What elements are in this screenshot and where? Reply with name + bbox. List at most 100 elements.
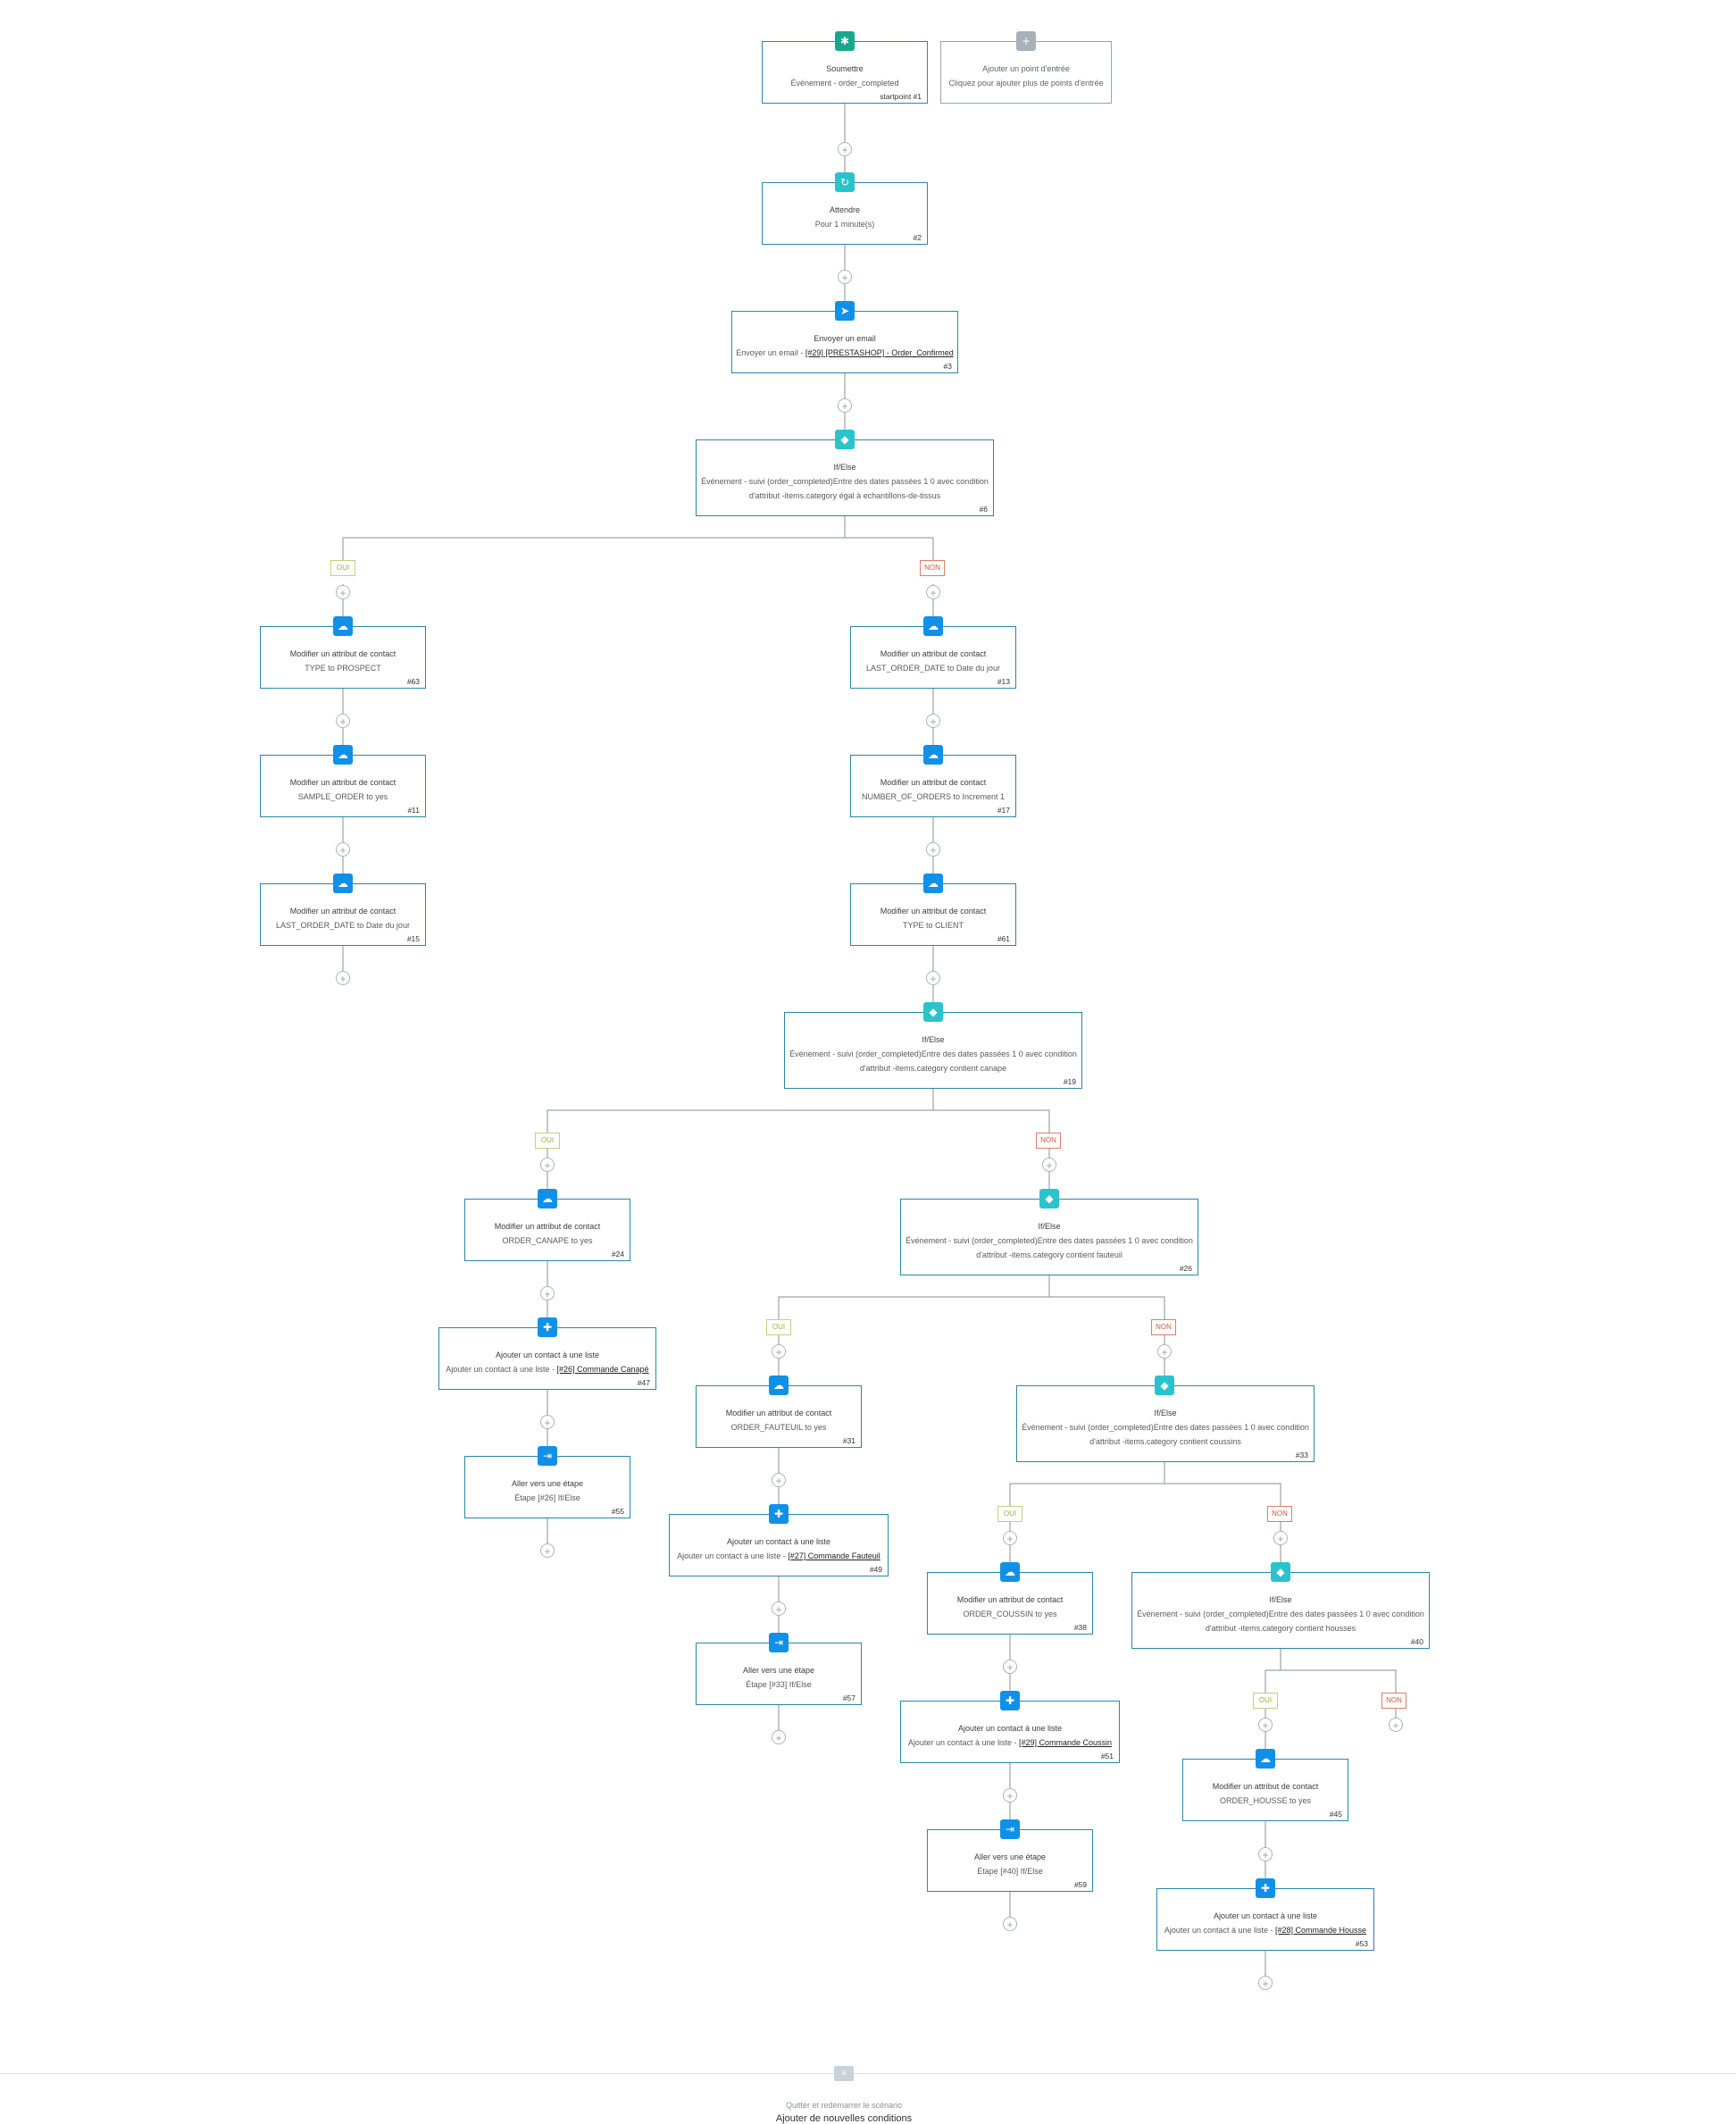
workflow-step-31[interactable]: Modifier un attribut de contact ORDER_FA… bbox=[696, 1385, 862, 1448]
step-detail-2: d'attribut -items.category contient faut… bbox=[976, 1250, 1123, 1259]
add-step-button[interactable]: + bbox=[772, 1473, 786, 1487]
add-step-button[interactable]: + bbox=[1389, 1718, 1403, 1732]
add-step-button[interactable]: + bbox=[540, 1543, 555, 1558]
add-step-button[interactable]: + bbox=[1003, 1660, 1017, 1674]
workflow-step-51[interactable]: Ajouter un contact à une liste Ajouter u… bbox=[900, 1701, 1120, 1763]
add-step-button[interactable]: + bbox=[926, 585, 940, 599]
step-detail: NUMBER_OF_ORDERS to Increment 1 bbox=[861, 792, 1006, 801]
step-detail: Envoyer un email - [#29] [PRESTASHOP] - … bbox=[732, 346, 957, 360]
step-detail: ORDER_COUSSIN to yes bbox=[963, 1610, 1057, 1618]
list-link[interactable]: [#27] Commande Fauteuil bbox=[788, 1551, 881, 1560]
add-step-button[interactable]: + bbox=[336, 585, 350, 599]
add-step-button[interactable]: + bbox=[336, 714, 350, 728]
user-edit-icon: ☁ bbox=[1256, 1749, 1275, 1769]
goto-icon: ⇥ bbox=[769, 1633, 789, 1652]
add-step-button[interactable]: + bbox=[772, 1730, 786, 1744]
add-step-button[interactable]: + bbox=[1003, 1917, 1017, 1931]
email-template-link[interactable]: [#29] [PRESTASHOP] - Order_Confirmed bbox=[805, 348, 954, 357]
workflow-step-15[interactable]: Modifier un attribut de contact LAST_ORD… bbox=[260, 883, 426, 946]
workflow-step-17[interactable]: Modifier un attribut de contact NUMBER_O… bbox=[850, 755, 1016, 817]
workflow-step-59[interactable]: Aller vers une étape Étape [#40] If/Else… bbox=[927, 1829, 1093, 1892]
step-title: Modifier un attribut de contact bbox=[1212, 1782, 1319, 1791]
step-title: Ajouter un contact à une liste bbox=[726, 1537, 831, 1546]
add-step-button[interactable]: + bbox=[1273, 1531, 1288, 1545]
add-step-button[interactable]: + bbox=[336, 842, 350, 857]
add-step-button[interactable]: + bbox=[1003, 1788, 1017, 1802]
add-step-button[interactable]: + bbox=[838, 270, 852, 284]
step-title: Aller vers une étape bbox=[973, 1852, 1047, 1861]
branch-yes-badge: OUI bbox=[330, 560, 355, 576]
add-step-button[interactable]: + bbox=[1258, 1976, 1273, 1990]
step-title: Modifier un attribut de contact bbox=[880, 649, 987, 658]
step-detail-2: d'attribut -items.category contient cana… bbox=[859, 1064, 1007, 1073]
step-detail: TYPE to PROSPECT bbox=[305, 664, 381, 673]
step-detail: ORDER_FAUTEUIL to yes bbox=[730, 1423, 827, 1432]
fast-forward-icon: » bbox=[834, 2066, 854, 2081]
step-detail: Étape [#26] If/Else bbox=[514, 1493, 580, 1502]
user-edit-icon: ☁ bbox=[1000, 1562, 1020, 1582]
add-step-button[interactable]: + bbox=[838, 142, 852, 156]
add-step-button[interactable]: + bbox=[1258, 1847, 1273, 1861]
add-step-button[interactable]: + bbox=[926, 971, 940, 985]
workflow-step-49[interactable]: Ajouter un contact à une liste Ajouter u… bbox=[669, 1514, 889, 1576]
add-step-button[interactable]: + bbox=[1003, 1531, 1017, 1545]
add-step-button[interactable]: + bbox=[1258, 1718, 1273, 1732]
step-detail: Événement - suivi (order_completed)Entre… bbox=[701, 477, 989, 486]
add-conditions-link[interactable]: Ajouter de nouvelles conditions bbox=[775, 2113, 913, 2124]
list-add-icon: ✚ bbox=[769, 1504, 789, 1524]
user-edit-icon: ☁ bbox=[538, 1189, 557, 1208]
workflow-step-24[interactable]: Modifier un attribut de contact ORDER_CA… bbox=[464, 1199, 630, 1261]
workflow-step-45[interactable]: Modifier un attribut de contact ORDER_HO… bbox=[1182, 1759, 1348, 1821]
branch-no-badge: NON bbox=[1151, 1319, 1176, 1335]
list-link[interactable]: [#26] Commande Canapé bbox=[556, 1365, 649, 1374]
add-step-button[interactable]: + bbox=[772, 1601, 786, 1616]
workflow-step-19[interactable]: If/Else Événement - suivi (order_complet… bbox=[784, 1012, 1082, 1089]
step-id: #53 bbox=[1355, 1939, 1368, 1948]
add-step-button[interactable]: + bbox=[926, 714, 940, 728]
add-step-button[interactable]: + bbox=[540, 1158, 555, 1172]
workflow-step-63[interactable]: Modifier un attribut de contact TYPE to … bbox=[260, 626, 426, 689]
step-title: Ajouter un contact à une liste bbox=[495, 1350, 600, 1359]
workflow-step-47[interactable]: Ajouter un contact à une liste Ajouter u… bbox=[438, 1327, 656, 1390]
workflow-step-11[interactable]: Modifier un attribut de contact SAMPLE_O… bbox=[260, 755, 426, 817]
list-link[interactable]: [#29] Commande Coussin bbox=[1019, 1738, 1113, 1747]
workflow-step-2[interactable]: Attendre Pour 1 minute(s) #2 bbox=[762, 182, 928, 245]
workflow-step-13[interactable]: Modifier un attribut de contact LAST_ORD… bbox=[850, 626, 1016, 689]
add-step-button[interactable]: + bbox=[1042, 1158, 1056, 1172]
workflow-step-6[interactable]: If/Else Événement - suivi (order_complet… bbox=[696, 439, 994, 516]
add-step-button[interactable]: + bbox=[1157, 1344, 1172, 1359]
workflow-step-1[interactable]: Soumettre Événement - order_completed st… bbox=[762, 41, 928, 104]
step-title: If/Else bbox=[1269, 1595, 1292, 1604]
workflow-step-55[interactable]: Aller vers une étape Étape [#26] If/Else… bbox=[464, 1456, 630, 1518]
step-title: Ajouter un point d'entrée bbox=[982, 64, 1070, 73]
workflow-step-61[interactable]: Modifier un attribut de contact TYPE to … bbox=[850, 883, 1016, 946]
step-detail: Événement - suivi (order_completed)Entre… bbox=[906, 1236, 1193, 1245]
step-detail: Événement - order_completed bbox=[790, 79, 899, 88]
step-detail: Événement - suivi (order_completed)Entre… bbox=[1022, 1423, 1309, 1432]
add-step-button[interactable]: + bbox=[838, 398, 852, 413]
step-id: #33 bbox=[1295, 1451, 1308, 1459]
workflow-step-40[interactable]: If/Else Événement - suivi (order_complet… bbox=[1131, 1572, 1430, 1649]
workflow-step-3[interactable]: Envoyer un email Envoyer un email - [#29… bbox=[731, 311, 958, 373]
step-detail: Événement - suivi (order_completed)Entre… bbox=[789, 1049, 1077, 1058]
workflow-step-26[interactable]: If/Else Événement - suivi (order_complet… bbox=[900, 1199, 1198, 1275]
send-icon: ➤ bbox=[835, 301, 855, 321]
step-id: #55 bbox=[611, 1507, 624, 1516]
branch-yes-badge: OUI bbox=[535, 1133, 560, 1149]
add-step-button[interactable]: + bbox=[772, 1344, 786, 1359]
exit-restart-label: Quitter et redémarrer le scénario bbox=[785, 2101, 903, 2110]
add-step-button[interactable]: + bbox=[540, 1415, 555, 1429]
workflow-step-53[interactable]: Ajouter un contact à une liste Ajouter u… bbox=[1156, 1888, 1374, 1951]
workflow-step-33[interactable]: If/Else Événement - suivi (order_complet… bbox=[1016, 1385, 1315, 1462]
user-edit-icon: ☁ bbox=[769, 1376, 789, 1395]
add-step-button[interactable]: + bbox=[540, 1286, 555, 1300]
branch-yes-badge: OUI bbox=[766, 1319, 791, 1335]
step-title: Soumettre bbox=[826, 64, 864, 73]
workflow-step-57[interactable]: Aller vers une étape Étape [#33] If/Else… bbox=[696, 1643, 862, 1705]
add-entry-point-card[interactable]: Ajouter un point d'entrée Cliquez pour a… bbox=[940, 41, 1112, 104]
add-step-button[interactable]: + bbox=[926, 842, 940, 857]
tag-icon: ◆ bbox=[1039, 1189, 1059, 1208]
list-link[interactable]: [#28] Commande Housse bbox=[1275, 1926, 1367, 1935]
add-step-button[interactable]: + bbox=[336, 971, 350, 985]
